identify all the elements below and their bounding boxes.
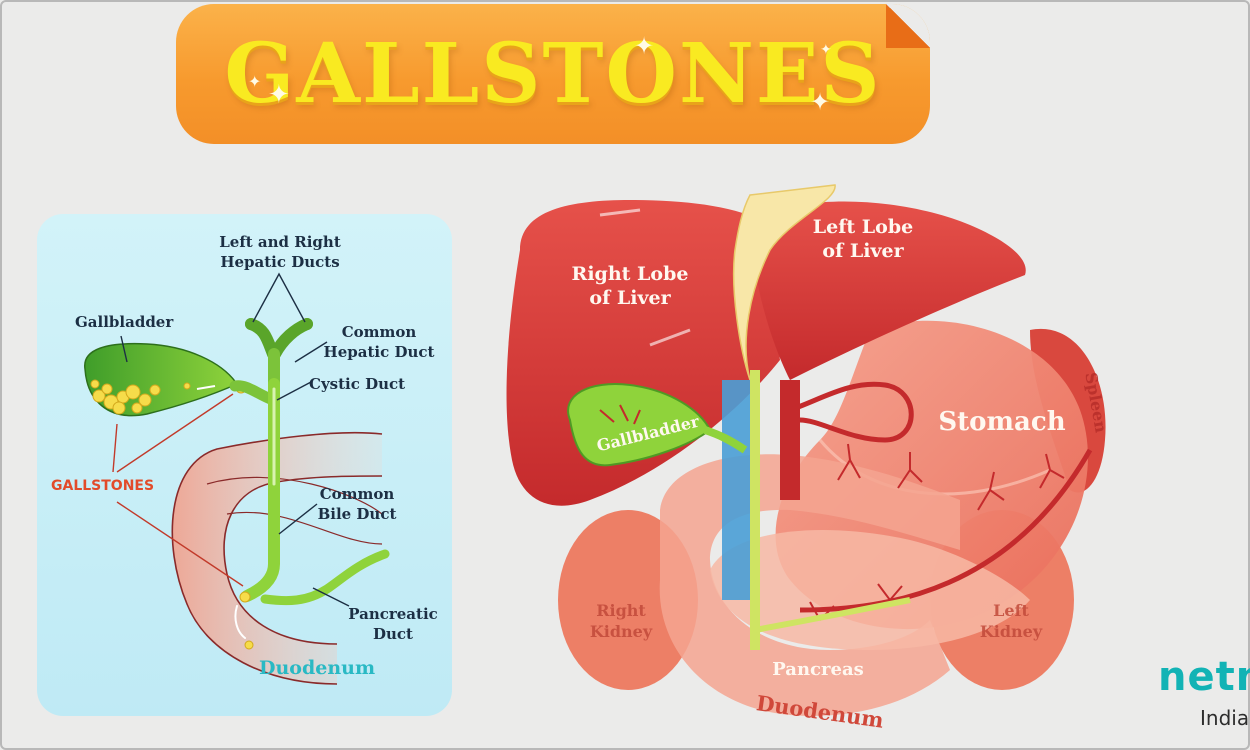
falciform-ligament-shape xyxy=(732,184,836,381)
label-common-hepatic-duct: Common Hepatic Duct xyxy=(323,323,435,361)
label-pancreas: Pancreas xyxy=(772,659,864,680)
label-pancreatic-duct: Pancreatic Duct xyxy=(348,605,438,643)
banner-fold-corner xyxy=(886,4,930,48)
label-stomach: Stomach xyxy=(938,407,1066,437)
gallbladder-shape xyxy=(84,342,247,417)
label-hepatic-ducts: Left and Right Hepatic Ducts xyxy=(219,233,341,271)
pancreas-shape xyxy=(710,530,1030,650)
duodenum-shape xyxy=(659,454,960,716)
sparkle-icon: ✦ xyxy=(634,32,655,60)
label-cystic-duct: Cystic Duct xyxy=(309,375,406,393)
brand-logo: netm xyxy=(1158,654,1250,700)
label-right-lobe: Right Lobe of Liver xyxy=(571,263,689,309)
sparkle-icon: ✦ xyxy=(810,88,831,116)
page-title: GALLSTONES xyxy=(224,26,882,122)
sparkle-icon: ✦ xyxy=(268,80,290,110)
abdominal-organs-diagram xyxy=(506,184,1106,716)
label-gallbladder: Gallbladder xyxy=(75,313,174,331)
blood-vessel-branches xyxy=(809,443,1065,621)
bile-duct-diagram xyxy=(84,272,390,685)
label-common-bile-duct: Common Bile Duct xyxy=(317,485,397,523)
duodenum-shape xyxy=(171,431,383,685)
brand-logo-subtext: India xyxy=(1200,706,1250,730)
bile-duct-system xyxy=(229,318,390,650)
label-right-kidney: Right Kidney xyxy=(589,601,653,641)
label-duodenum: Duodenum xyxy=(259,657,376,679)
sparkle-icon: ✦ xyxy=(248,72,262,91)
bile-duct-panel: Left and Right Hepatic Ducts Gallbladder… xyxy=(37,214,452,716)
label-left-lobe: Left Lobe of Liver xyxy=(812,216,914,262)
title-banner: GALLSTONES ✦ ✦ ✦ ✦ ✦ xyxy=(176,4,930,144)
gallstone-arrows xyxy=(112,393,244,587)
label-leaders xyxy=(120,272,350,607)
left-lobe-shape xyxy=(750,201,1026,380)
sparkle-icon: ✦ xyxy=(820,42,832,58)
label-gallstones: GALLSTONES xyxy=(51,478,155,494)
label-left-kidney: Left Kidney xyxy=(979,601,1043,641)
